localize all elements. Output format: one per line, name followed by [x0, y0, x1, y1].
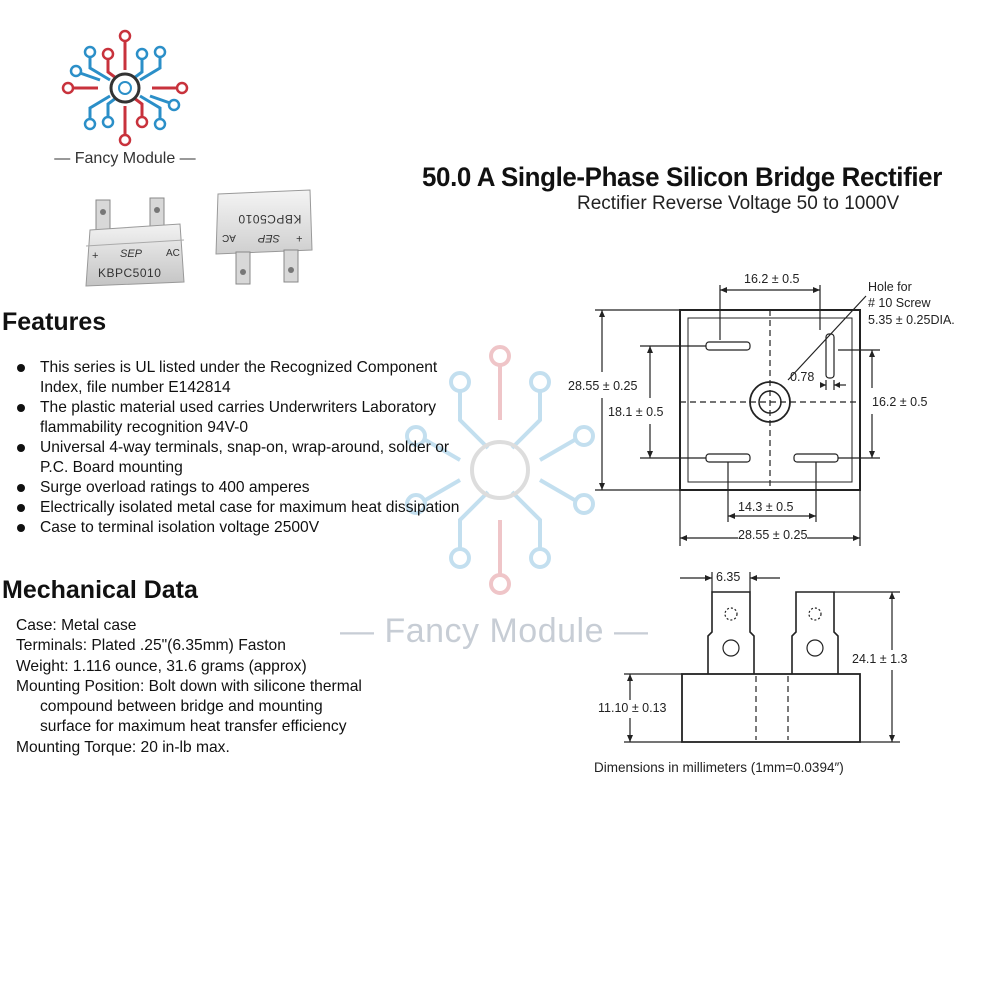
dimensions-note: Dimensions in millimeters (1mm=0.0394″)	[594, 760, 844, 775]
bullet-icon	[17, 504, 25, 512]
product-photo-back	[215, 189, 313, 285]
list-item: The plastic material used carries Underw…	[16, 398, 476, 438]
list-item: Universal 4-way terminals, snap-on, wrap…	[16, 438, 476, 478]
dim-hole-line3: 5.35 ± 0.25DIA.	[868, 313, 955, 327]
list-item: Case to terminal isolation voltage 2500V	[16, 518, 476, 538]
feature-text: Case to terminal isolation voltage 2500V	[40, 519, 320, 536]
product-brand-mark: SEP	[120, 248, 143, 260]
list-item: This series is UL listed under the Recog…	[16, 358, 476, 398]
mech-weight: Weight: 1.116 ounce, 31.6 grams (approx)	[16, 657, 307, 675]
features-heading: Features	[2, 308, 107, 336]
product-model-mark: KBPC5010	[98, 266, 162, 280]
page-title: 50.0 A Single-Phase Silicon Bridge Recti…	[422, 162, 942, 192]
dim-hole-line1: Hole for	[868, 280, 912, 294]
mech-torque: Mounting Torque: 20 in-lb max.	[16, 738, 230, 756]
product-photo-front	[85, 197, 185, 287]
features-list: This series is UL listed under the Recog…	[16, 358, 476, 538]
product-plus-mark-rotated: +	[296, 232, 303, 244]
bullet-icon	[17, 444, 25, 452]
dim-body-height: 11.10 ± 0.13	[598, 701, 667, 715]
list-item: Electrically isolated metal case for max…	[16, 498, 476, 518]
top-view-drawing	[595, 285, 880, 546]
side-view-drawing	[624, 572, 900, 743]
product-plus-mark: +	[92, 250, 99, 262]
dim-right-height: 16.2 ± 0.5	[872, 395, 928, 409]
mechanical-heading: Mechanical Data	[2, 576, 198, 604]
brand-logo	[61, 29, 189, 147]
bullet-icon	[17, 524, 25, 532]
mech-case: Case: Metal case	[16, 617, 137, 634]
dim-top-width: 16.2 ± 0.5	[744, 272, 800, 286]
mech-mounting-1: Mounting Position: Bolt down with silico…	[16, 677, 362, 695]
bullet-icon	[17, 404, 25, 412]
list-item: Surge overload ratings to 400 amperes	[16, 478, 476, 498]
dim-inner-height: 18.1 ± 0.5	[608, 405, 664, 419]
watermark-logo-icon	[405, 345, 595, 595]
feature-text: Universal 4-way terminals, snap-on, wrap…	[40, 439, 450, 476]
bullet-icon	[17, 364, 25, 372]
feature-text: This series is UL listed under the Recog…	[40, 359, 438, 396]
watermark-text: — Fancy Module —	[340, 612, 649, 650]
dim-outer-height: 28.55 ± 0.25	[568, 379, 638, 393]
mech-terminals: Terminals: Plated .25"(6.35mm) Faston	[16, 637, 286, 655]
page-subtitle: Rectifier Reverse Voltage 50 to 1000V	[577, 193, 900, 214]
brand-name: — Fancy Module —	[54, 150, 196, 167]
dim-bottom-inner: 14.3 ± 0.5	[738, 500, 794, 514]
feature-text: Surge overload ratings to 400 amperes	[40, 479, 310, 496]
feature-text: Electrically isolated metal case for max…	[40, 499, 460, 516]
bullet-icon	[17, 484, 25, 492]
product-model-mark-rotated: KBPC5010	[238, 212, 302, 226]
dim-terminal-gap: 0.78	[790, 370, 815, 384]
product-brand-mark-rotated: SEP	[258, 232, 281, 244]
mech-mounting-3: surface for maximum heat transfer effici…	[40, 718, 347, 736]
mechanical-data: Case: Metal case Terminals: Plated .25"(…	[16, 616, 456, 758]
dim-bottom-outer: 28.55 ± 0.25	[738, 528, 808, 542]
dim-hole-line2: # 10 Screw	[868, 296, 931, 310]
product-ac-mark-rotated: AC	[222, 232, 236, 243]
dim-tab-width: 6.35	[716, 570, 741, 584]
mech-mounting-2: compound between bridge and mounting	[40, 698, 323, 716]
dim-total-height: 24.1 ± 1.3	[852, 652, 908, 666]
product-ac-mark: AC	[166, 248, 180, 259]
feature-text: The plastic material used carries Underw…	[40, 399, 437, 436]
